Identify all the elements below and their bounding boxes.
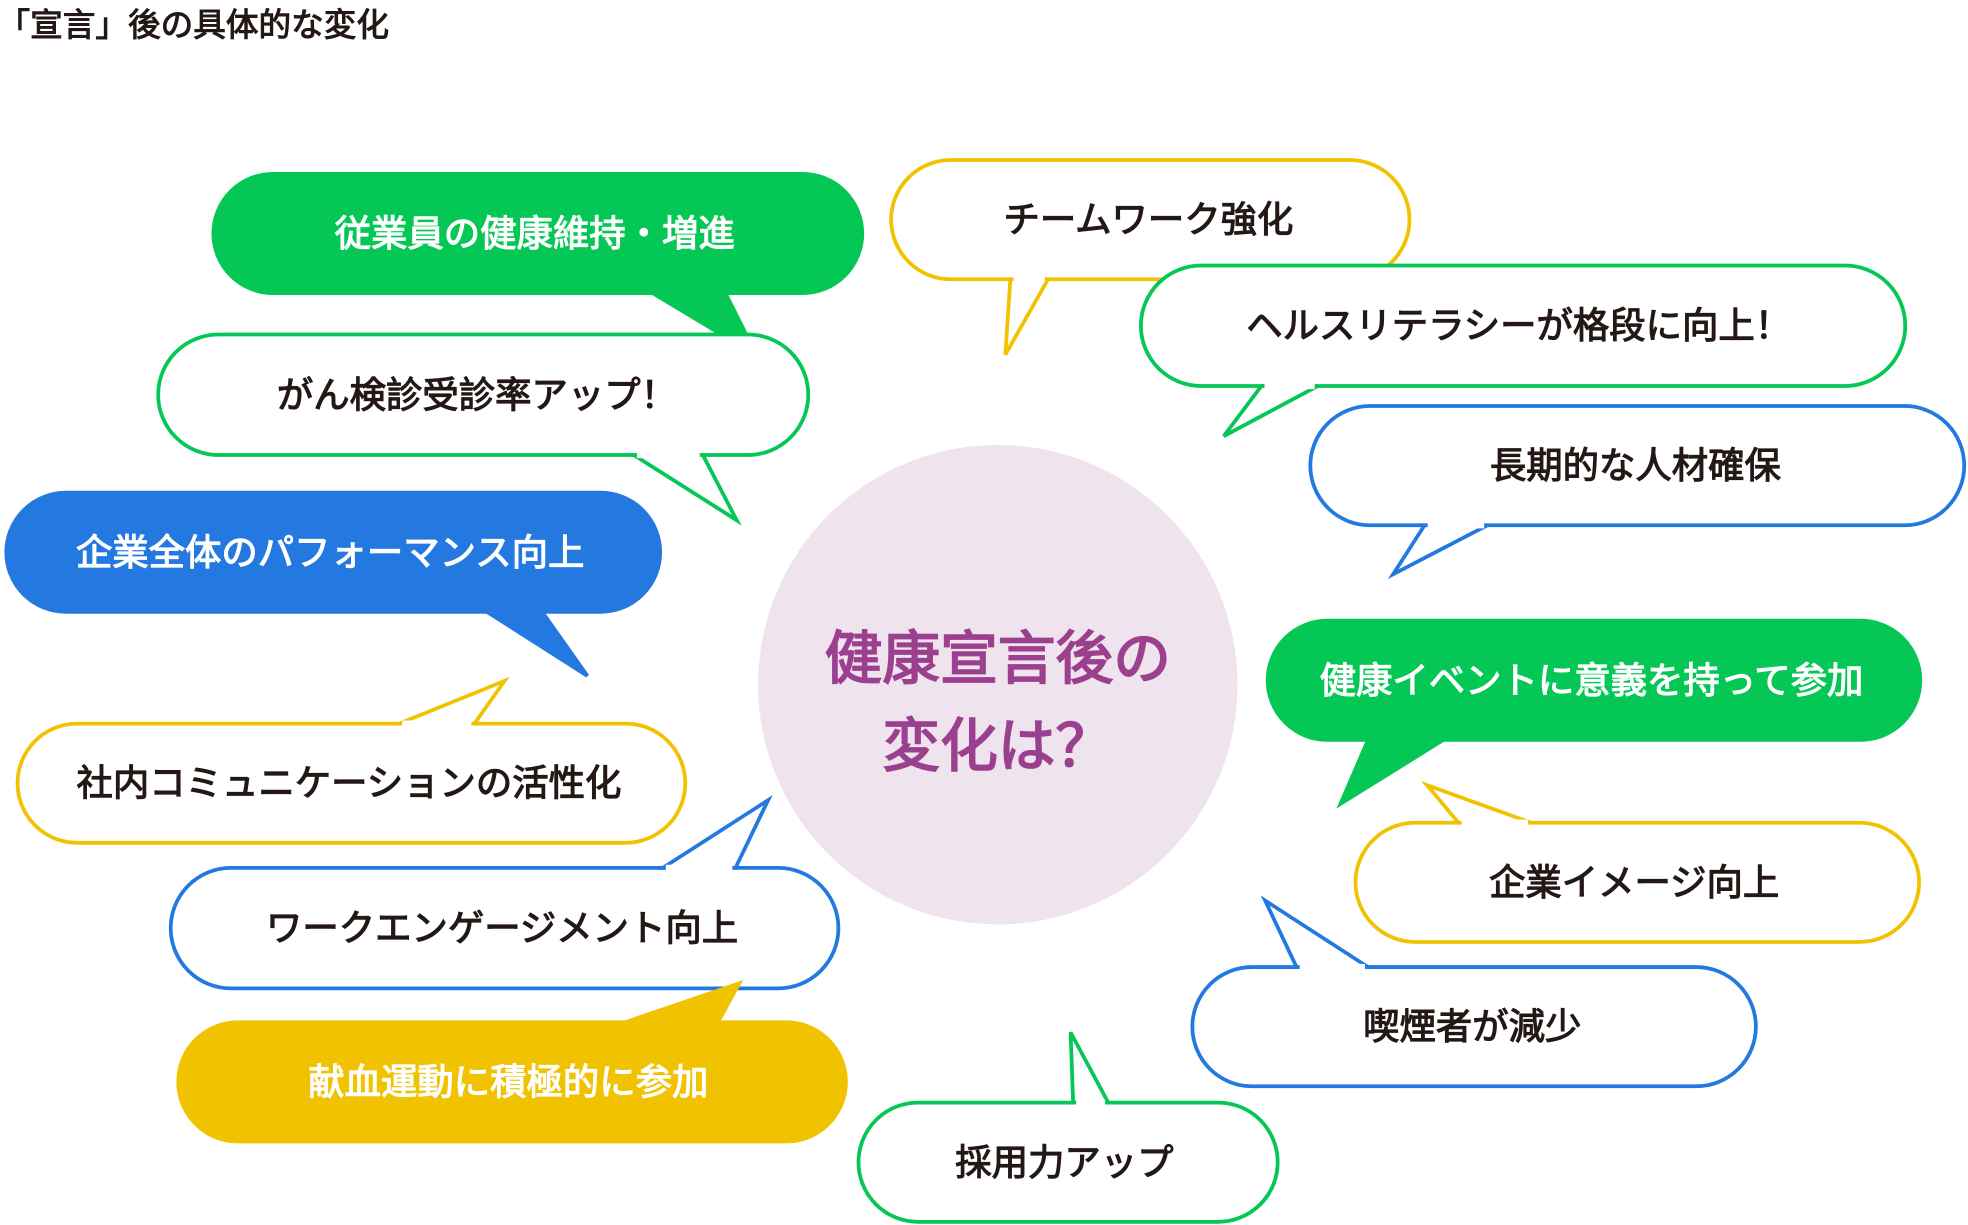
bubble-label: 社内コミュニケーションの活性化 — [76, 762, 621, 805]
bubble-label: 企業全体のパフォーマンス向上 — [76, 531, 585, 574]
speech-bubble: 健康イベントに意義を持って参加 — [1265, 618, 1923, 809]
bubble-label: 採用力アップ — [955, 1141, 1174, 1184]
speech-bubble: 社内コミュニケーションの活性化 — [15, 676, 688, 845]
bubble-label: 献血運動に積極的に参加 — [308, 1060, 708, 1103]
bubble-body — [1139, 263, 1908, 388]
bubble-tail — [398, 676, 510, 726]
speech-bubble: 献血運動に積極的に参加 — [176, 980, 848, 1144]
speech-bubble: 長期的な人材確保 — [1308, 404, 1967, 580]
bubble-body — [1190, 965, 1758, 1089]
bubble-tail — [1222, 384, 1319, 438]
speech-bubble: チームワーク強化 — [889, 158, 1412, 356]
bubble-tail — [1387, 523, 1489, 580]
speech-bubble: 企業イメージ向上 — [1353, 780, 1921, 944]
bubble-body — [4, 490, 663, 614]
bubble-label: ワークエンゲージメント向上 — [266, 907, 738, 950]
bubble-body — [856, 1100, 1280, 1224]
bubble-tail — [480, 609, 589, 678]
bubble-label: がん検診受診率アップ！ — [277, 373, 677, 416]
speech-bubble: 採用力アップ — [856, 1031, 1280, 1224]
bubble-label: 健康イベントに意義を持って参加 — [1320, 659, 1864, 702]
bubble-body — [156, 332, 811, 457]
center-circle: 健康宣言後の 変化は？ — [758, 444, 1238, 925]
speech-bubble: 企業全体のパフォーマンス向上 — [4, 490, 663, 678]
bubble-label: 企業イメージ向上 — [1489, 861, 1779, 904]
bubble-label: ヘルスリテラシーが格段に向上！ — [1246, 304, 1791, 347]
bubble-body — [1308, 404, 1967, 528]
speech-bubble: 従業員の健康維持・増進 — [211, 171, 865, 361]
bubble-tail — [1068, 1031, 1112, 1105]
bubble-body — [1353, 820, 1921, 944]
bubble-tail — [1336, 738, 1450, 809]
bubble-label: 従業員の健康維持・増進 — [334, 212, 736, 255]
speech-bubble: ワークエンゲージメント向上 — [168, 794, 841, 991]
center-text-line1: 健康宣言後の — [825, 624, 1171, 692]
bubble-body — [176, 1020, 848, 1144]
bubble-body — [889, 158, 1412, 282]
bubble-tail — [1260, 895, 1375, 969]
speech-bubble: がん検診受診率アップ！ — [156, 332, 811, 526]
bubble-label: チームワーク強化 — [1003, 198, 1293, 241]
speech-bubble: 喫煙者が減少 — [1190, 895, 1758, 1089]
page-title: 「宣言」後の具体的な変化 — [0, 6, 389, 44]
bubble-label: 長期的な人材確保 — [1490, 444, 1782, 487]
bubble-body — [15, 721, 688, 845]
bubble-body — [211, 171, 865, 295]
bubble-body — [1265, 618, 1923, 742]
bubble-label: 喫煙者が減少 — [1363, 1005, 1581, 1048]
bubble-tail — [627, 453, 742, 526]
speech-bubble: ヘルスリテラシーが格段に向上！ — [1139, 263, 1908, 438]
bubble-tail — [1421, 780, 1532, 825]
bubble-body — [168, 866, 841, 991]
bubble-tail — [1003, 277, 1052, 356]
center-text-line2: 変化は？ — [882, 712, 1113, 780]
